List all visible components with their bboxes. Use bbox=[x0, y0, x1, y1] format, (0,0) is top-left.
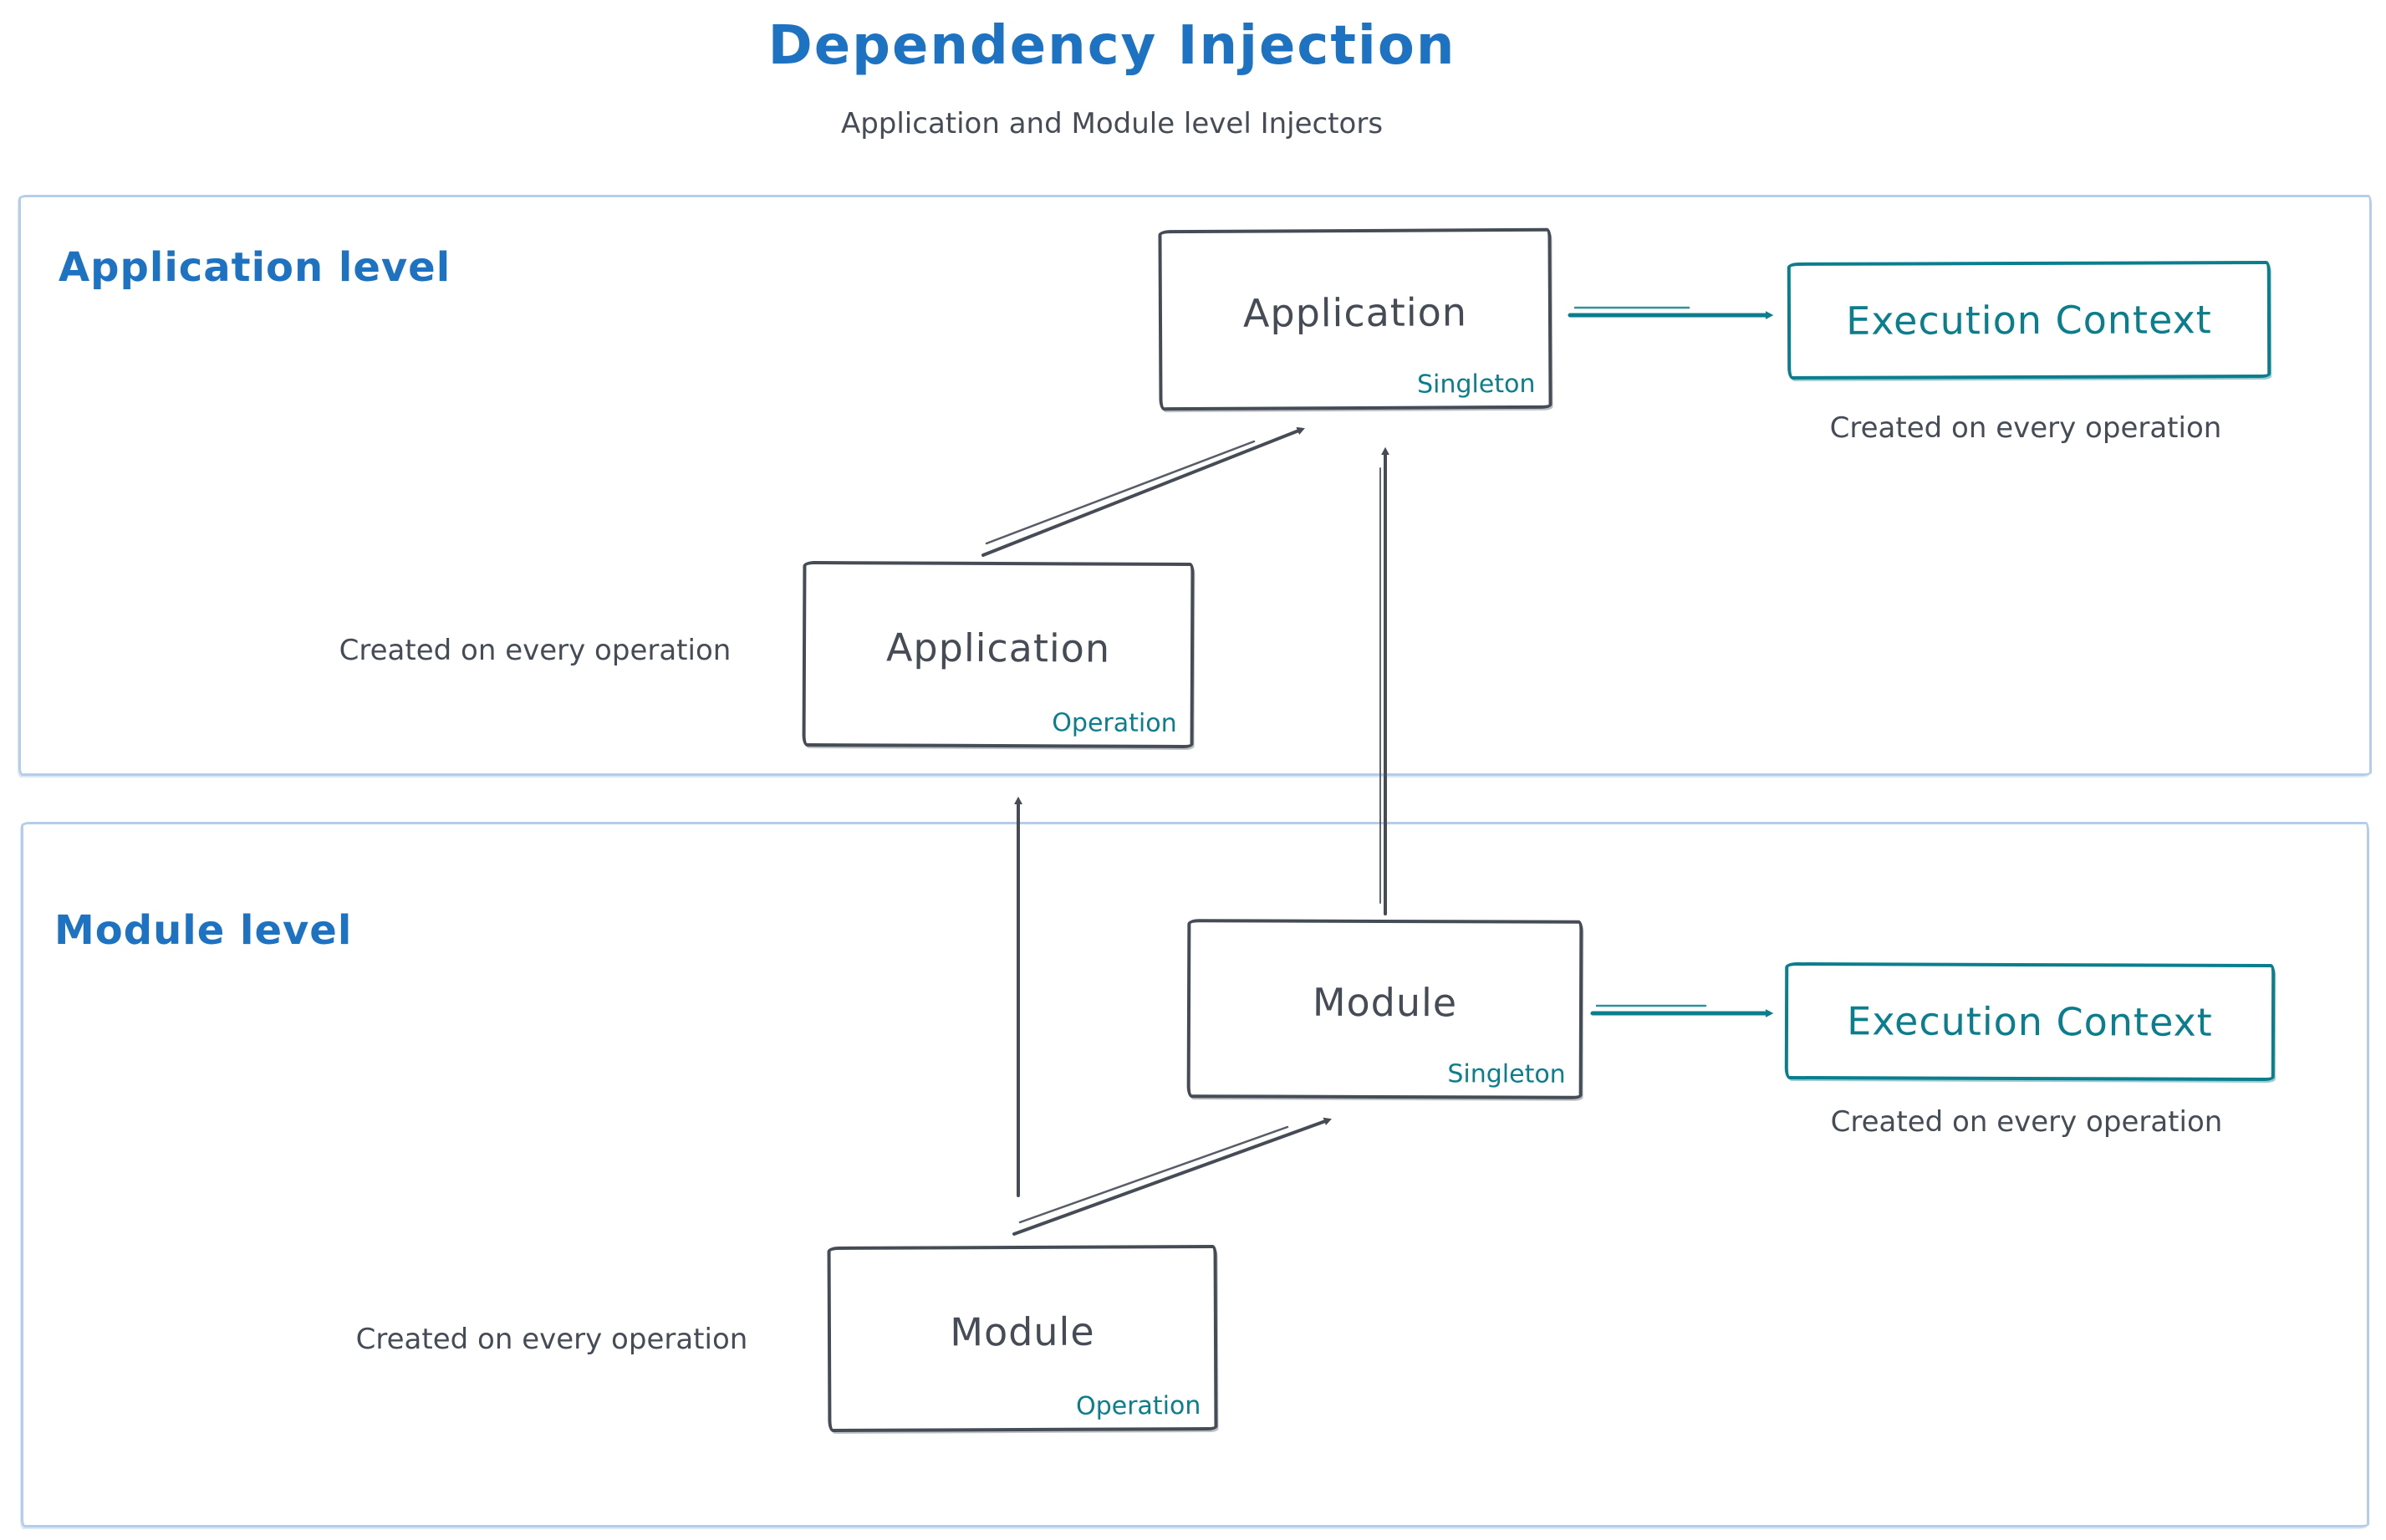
application-level-label: Application level bbox=[59, 244, 451, 291]
app-singleton-title: Application bbox=[1242, 289, 1468, 336]
app-singleton-badge: Singleton bbox=[1416, 369, 1536, 400]
module-operation-box: Module Operation bbox=[827, 1244, 1218, 1433]
module-operation-badge: Operation bbox=[1075, 1391, 1201, 1421]
app-operation-caption: Created on every operation bbox=[339, 634, 732, 667]
application-level-frame bbox=[18, 195, 2372, 776]
module-level-label: Module level bbox=[54, 907, 353, 954]
module-operation-caption: Created on every operation bbox=[355, 1323, 748, 1356]
app-operation-title: Application bbox=[885, 625, 1111, 671]
app-execution-context-caption: Created on every operation bbox=[1829, 411, 2222, 445]
app-execution-context-box: Execution Context bbox=[1787, 260, 2271, 380]
diagram-subtitle: Application and Module level Injectors bbox=[840, 107, 1384, 140]
module-singleton-badge: Singleton bbox=[1447, 1059, 1566, 1089]
app-singleton-box: Application Singleton bbox=[1158, 227, 1552, 411]
module-execution-context-title: Execution Context bbox=[1847, 998, 2213, 1045]
app-operation-box: Application Operation bbox=[802, 560, 1195, 749]
module-singleton-title: Module bbox=[1312, 979, 1458, 1026]
module-operation-title: Module bbox=[950, 1308, 1095, 1355]
app-operation-badge: Operation bbox=[1052, 708, 1177, 738]
app-execution-context-title: Execution Context bbox=[1846, 297, 2212, 344]
module-execution-context-caption: Created on every operation bbox=[1830, 1105, 2223, 1139]
module-execution-context-box: Execution Context bbox=[1784, 961, 2276, 1082]
diagram-title: Dependency Injection bbox=[767, 15, 1456, 77]
module-singleton-box: Module Singleton bbox=[1186, 919, 1583, 1099]
module-level-frame bbox=[21, 822, 2369, 1527]
